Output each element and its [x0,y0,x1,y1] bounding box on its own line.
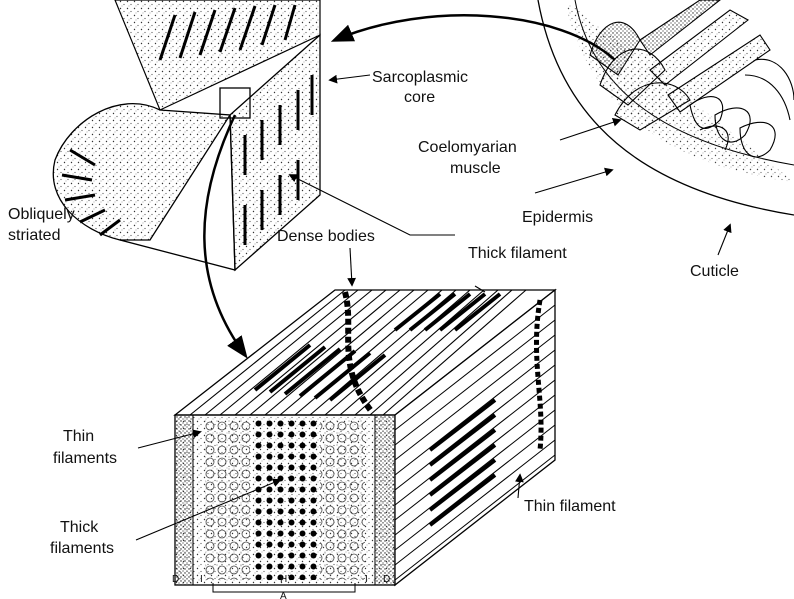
band-label-i-left: I [200,574,203,585]
band-label-d-right: D [383,574,390,585]
band-label-h: H [280,574,287,585]
label-cuticle: Cuticle [690,263,739,280]
label-thick-filament: Thick filament [468,245,567,262]
label-thin-filament: Thin filament [524,498,616,515]
band-label-i-right: I [365,574,368,585]
label-sarcoplasmic-core: Sarcoplasmic core [372,69,472,106]
label-epidermis: Epidermis [522,209,593,226]
band-label-d-left: D [172,574,179,585]
label-coelomyarian-muscle: Coelomyarian muscle [418,139,521,177]
label-thick-filaments: Thick filaments [50,519,114,557]
label-thin-filaments: Thin filaments [53,428,117,467]
band-label-a: A [280,591,287,599]
label-obliquely-striated: Obliquely striated [8,206,79,244]
body-wall-cross-section [538,0,794,215]
label-dense-bodies: Dense bodies [277,228,375,245]
